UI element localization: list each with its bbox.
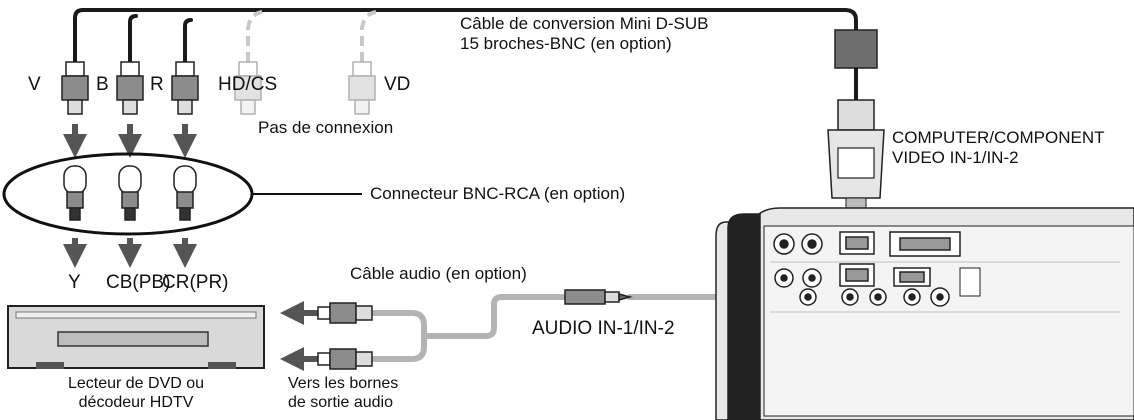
audio-rca-plugs [317, 302, 373, 370]
mini-jack-icon [564, 289, 633, 305]
conversion-cable-label: Câble de conversion Mini D-SUB 15 broche… [460, 14, 709, 54]
bnc-conversion-cable [73, 8, 858, 64]
bnc-plug-icon [61, 61, 199, 115]
bnc-rca-connector-label: Connecteur BNC-RCA (en option) [370, 184, 626, 203]
left-arrow-icon [280, 301, 318, 371]
output-cr-label: CR(PR) [162, 272, 229, 293]
output-y-label: Y [68, 272, 81, 293]
computer-port-label-line1: COMPUTER/COMPONENT [892, 128, 1105, 147]
unused-bnc-plugs [234, 61, 376, 115]
conversion-cable-label-line2: 15 broches-BNC (en option) [460, 34, 672, 53]
bnc-hdcs-label: HD/CS [218, 74, 278, 95]
unused-cables [246, 10, 377, 62]
bnc-v-label: V [28, 74, 41, 95]
dvd-player-icon [7, 305, 265, 369]
computer-port-label: COMPUTER/COMPONENT VIDEO IN-1/IN-2 [892, 128, 1105, 168]
no-connection-label: Pas de connexion [258, 118, 394, 137]
computer-port-label-line2: VIDEO IN-1/IN-2 [892, 148, 1019, 167]
audio-outputs-label: Vers les bornes de sortie audio [288, 374, 398, 412]
rca-plug-icon [63, 165, 197, 221]
audio-in-label: AUDIO IN-1/IN-2 [532, 318, 675, 339]
output-cb-label: CB(PB) [106, 272, 171, 293]
bnc-vd-label: VD [384, 74, 411, 95]
conversion-cable-label-line1: Câble de conversion Mini D-SUB [460, 14, 709, 33]
bnc-r-label: R [150, 74, 164, 95]
audio-outputs-label-line1: Vers les bornes [288, 375, 399, 392]
down-arrow-icon [63, 124, 197, 158]
bnc-b-label: B [96, 74, 109, 95]
dvd-player-label-line2: décodeur HDTV [78, 394, 194, 411]
dvd-player-label: Lecteur de DVD ou décodeur HDTV [18, 374, 254, 412]
cable-ferrite-box [834, 29, 878, 69]
dvd-player-label-line1: Lecteur de DVD ou [67, 375, 205, 392]
audio-cable-label: Câble audio (en option) [350, 264, 527, 283]
down-arrow-icon [63, 238, 197, 268]
projector-panel-icon [715, 207, 1134, 420]
dsub-connector-icon [827, 99, 885, 209]
audio-outputs-label-line2: de sortie audio [288, 394, 393, 411]
